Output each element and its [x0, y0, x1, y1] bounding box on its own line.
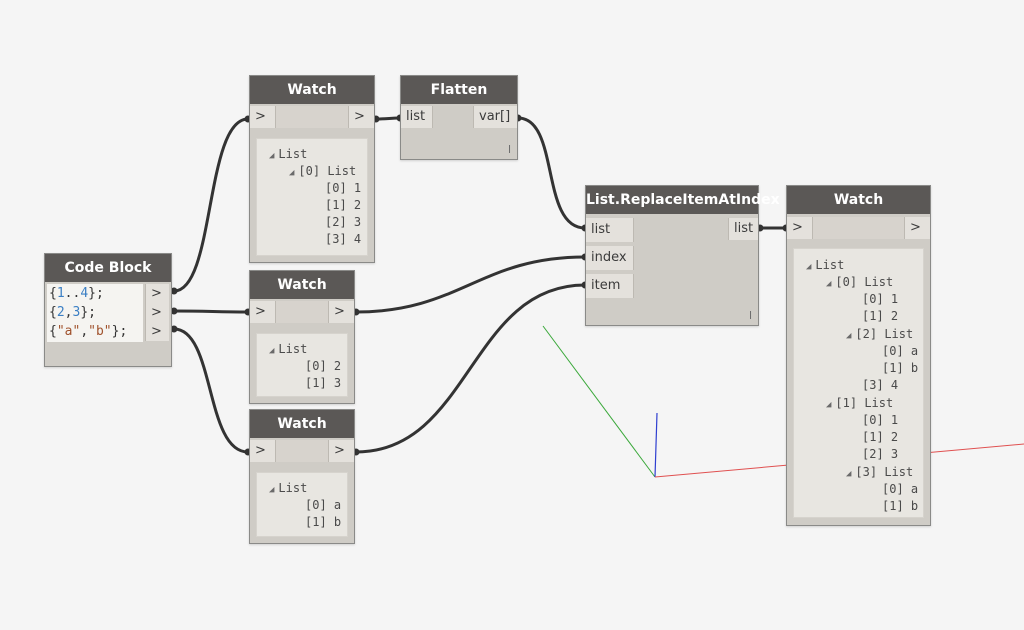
port-spacer	[276, 440, 328, 462]
code-line-1: {1..4};	[49, 286, 104, 301]
output-port[interactable]: >	[904, 217, 930, 239]
port-spacer	[276, 106, 348, 128]
tree-item: [0] a	[882, 482, 919, 496]
output-port-1[interactable]: >	[145, 284, 169, 303]
output-port-list[interactable]: list	[728, 218, 758, 240]
input-port[interactable]: >	[250, 301, 276, 323]
tree-item[interactable]: ◢[0] List	[826, 275, 894, 289]
watch-tree[interactable]: ◢List ◢[0] List [0] 1 [1] 2 [2] 3 [3] 4	[256, 138, 368, 256]
flatten-node[interactable]: Flatten list var[] l	[400, 75, 518, 160]
tree-item: [0] a	[882, 344, 919, 358]
input-port-item[interactable]: item	[586, 274, 634, 298]
tree-item: [0] 1	[862, 413, 899, 427]
tree-item: [1] 3	[305, 376, 342, 390]
node-title[interactable]: List.ReplaceItemAtIndex	[586, 186, 780, 214]
input-port[interactable]: >	[250, 440, 276, 462]
code-editor[interactable]: {1..4}; {2,3}; {"a","b"};	[47, 284, 143, 342]
tree-item: [0] a	[305, 498, 342, 512]
node-title[interactable]: Watch	[250, 76, 374, 104]
tree-item: [3] 4	[862, 378, 899, 392]
port-spacer	[813, 217, 904, 239]
tree-item[interactable]: ◢List	[269, 147, 308, 161]
output-port-2[interactable]: >	[145, 303, 169, 322]
input-port[interactable]: >	[250, 106, 276, 128]
output-port[interactable]: >	[328, 301, 354, 323]
tree-item: [0] 1	[325, 181, 362, 195]
input-port[interactable]: >	[787, 217, 813, 239]
watch-tree[interactable]: ◢List [0] 2 [1] 3	[256, 333, 348, 397]
watch-node-3[interactable]: Watch > > ◢List [0] a [1] b	[249, 409, 355, 544]
tree-item[interactable]: ◢[2] List	[846, 327, 914, 341]
tree-item: [2] 3	[862, 447, 899, 461]
tree-item: [1] 2	[862, 309, 899, 323]
tree-item: [0] 2	[305, 359, 342, 373]
input-port-list[interactable]: list	[401, 106, 433, 128]
code-block-node[interactable]: Code Block {1..4}; {2,3}; {"a","b"}; > >…	[44, 253, 172, 367]
tree-item[interactable]: ◢[0] List	[289, 164, 357, 178]
node-title[interactable]: Flatten	[401, 76, 517, 104]
tree-item[interactable]: ◢List	[269, 481, 308, 495]
code-line-3: {"a","b"};	[49, 324, 128, 339]
tree-item: [1] b	[882, 499, 919, 513]
input-port-list[interactable]: list	[586, 218, 634, 242]
lacing-indicator[interactable]: l	[748, 309, 752, 322]
output-port[interactable]: >	[348, 106, 374, 128]
node-title[interactable]: Watch	[787, 186, 930, 214]
watch-node-4[interactable]: Watch > > ◢List ◢[0] List [0] 1 [1] 2 ◢[…	[786, 185, 931, 526]
tree-item: [1] 2	[325, 198, 362, 212]
tree-item: [0] 1	[862, 292, 899, 306]
code-line-2: {2,3};	[49, 305, 96, 320]
tree-item: [1] b	[882, 361, 919, 375]
output-port-var[interactable]: var[]	[473, 106, 517, 128]
watch-node-1[interactable]: Watch > > ◢List ◢[0] List [0] 1 [1] 2 [2…	[249, 75, 375, 263]
tree-item[interactable]: ◢[1] List	[826, 396, 894, 410]
node-title[interactable]: Watch	[250, 271, 354, 299]
tree-item: [2] 3	[325, 215, 362, 229]
tree-item: [1] 2	[862, 430, 899, 444]
node-title[interactable]: Code Block	[45, 254, 171, 282]
watch-tree[interactable]: ◢List ◢[0] List [0] 1 [1] 2 ◢[2] List [0…	[793, 248, 924, 518]
tree-item[interactable]: ◢List	[806, 258, 845, 272]
node-title[interactable]: Watch	[250, 410, 354, 438]
tree-item: [1] b	[305, 515, 342, 529]
lacing-indicator[interactable]: l	[507, 143, 511, 156]
port-spacer	[276, 301, 328, 323]
tree-item[interactable]: ◢[3] List	[846, 465, 914, 479]
watch-node-2[interactable]: Watch > > ◢List [0] 2 [1] 3	[249, 270, 355, 404]
output-port[interactable]: >	[328, 440, 354, 462]
tree-item[interactable]: ◢List	[269, 342, 308, 356]
input-port-index[interactable]: index	[586, 246, 634, 270]
watch-tree[interactable]: ◢List [0] a [1] b	[256, 472, 348, 537]
replace-item-at-index-node[interactable]: List.ReplaceItemAtIndex list index item …	[585, 185, 780, 326]
tree-item: [3] 4	[325, 232, 362, 246]
output-port-3[interactable]: >	[145, 322, 169, 341]
